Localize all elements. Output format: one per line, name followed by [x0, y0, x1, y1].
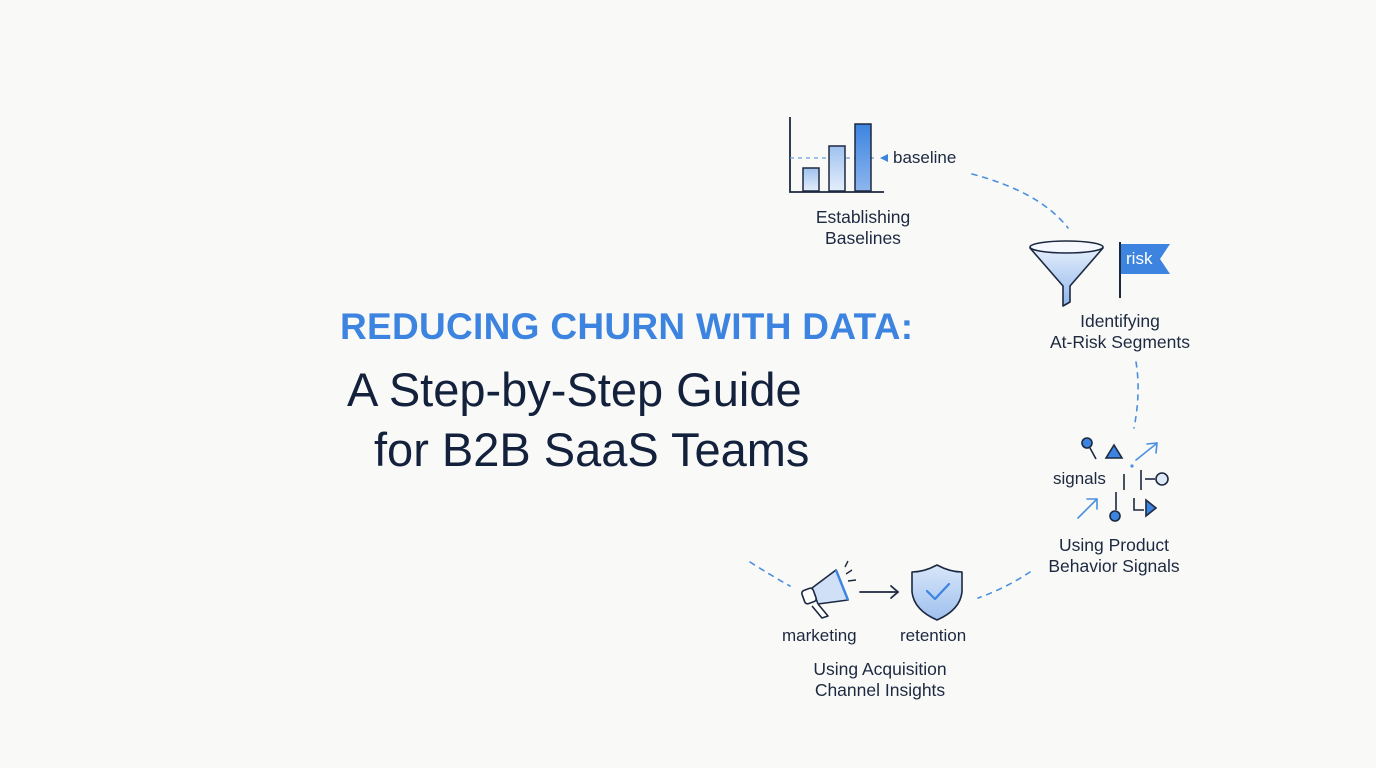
signals-icon	[1081, 437, 1169, 522]
step-label-line: Using Acquisition	[813, 659, 947, 679]
spark-dots	[1130, 464, 1134, 468]
marketing-tag: marketing	[782, 626, 857, 645]
cycle-connectors	[749, 173, 1139, 599]
connector-risk-to-signals	[1133, 361, 1139, 429]
step-label-line: Behavior Signals	[1048, 556, 1180, 576]
megaphone-icon	[801, 560, 857, 619]
subtitle-line-2: for B2B SaaS Teams	[374, 423, 810, 476]
step-label-line: Using Product	[1059, 535, 1169, 555]
step-label-acquisition: Using Acquisition Channel Insights	[780, 659, 980, 701]
subtitle-line-1: A Step-by-Step Guide	[347, 363, 802, 416]
step-label-line: At-Risk Segments	[1049, 332, 1191, 352]
step-label-line: Identifying	[1080, 311, 1160, 331]
step-label-signals: Using Product Behavior Signals	[1024, 535, 1204, 577]
funnel-icon	[1029, 240, 1104, 307]
retention-tag: retention	[900, 626, 967, 645]
shield-check-icon	[911, 564, 963, 621]
arrow-icon	[859, 585, 900, 599]
step-label-line: Baselines	[825, 228, 901, 248]
signals-tag: signals	[1053, 469, 1106, 488]
step-label-line: Channel Insights	[814, 680, 946, 700]
connector-signals-to-acquisition	[977, 571, 1031, 599]
connector-acquisition-start	[749, 561, 791, 587]
baseline-tag: baseline	[893, 148, 957, 167]
trend-arrow-icons	[1077, 442, 1158, 519]
headline: REDUCING CHURN WITH DATA:	[340, 306, 914, 347]
step-label-line: Establishing	[815, 207, 911, 227]
step-label-baselines: Establishing Baselines	[783, 207, 943, 249]
step-label-at-risk: Identifying At-Risk Segments	[1020, 311, 1220, 353]
connector-baselines-to-risk	[971, 173, 1069, 229]
bar-chart-icon	[789, 117, 888, 193]
risk-flag-tag: risk	[1126, 249, 1153, 268]
flag-icon	[1119, 242, 1170, 298]
